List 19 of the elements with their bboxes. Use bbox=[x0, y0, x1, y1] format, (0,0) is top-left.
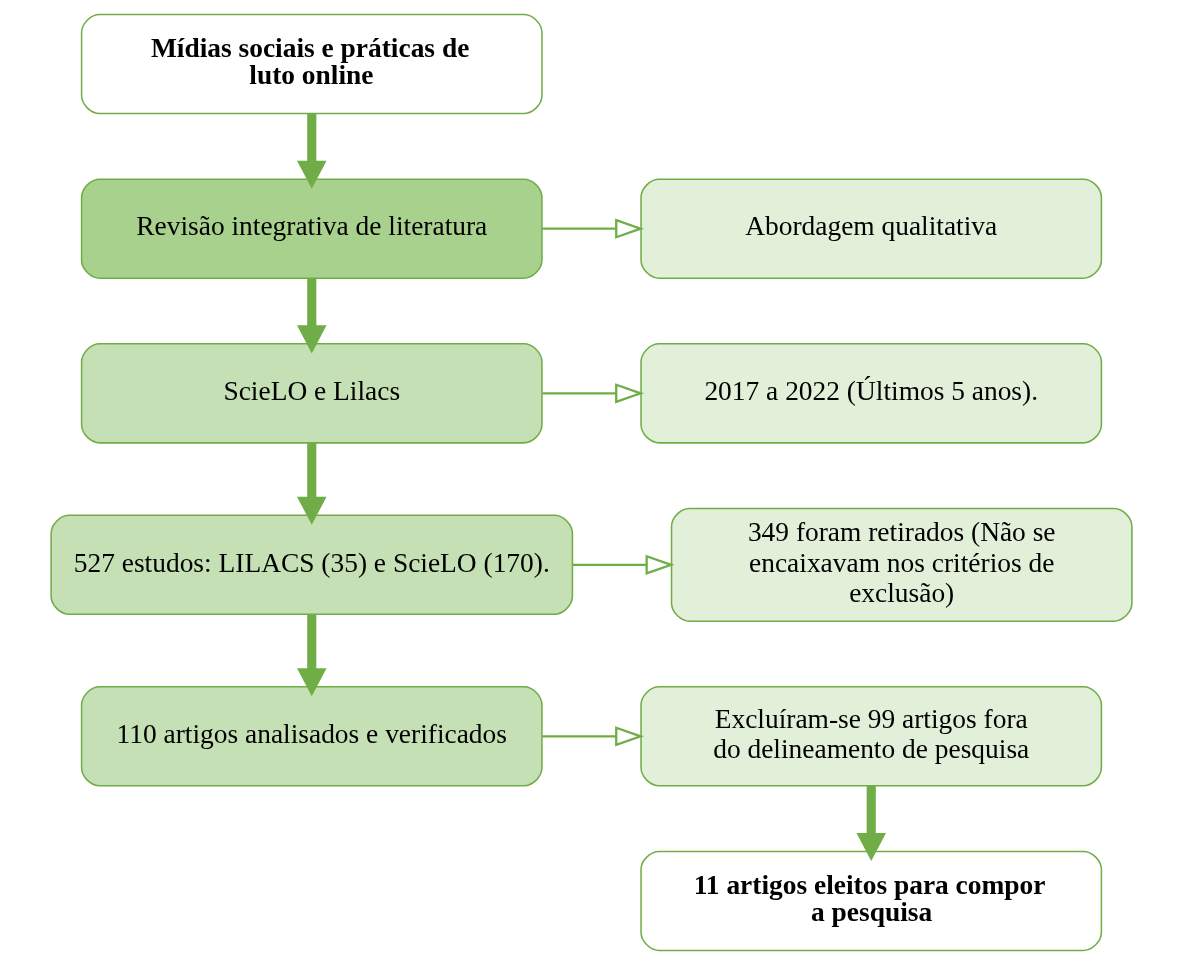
arrow bbox=[296, 614, 327, 697]
node-box: 2017 a 2022 (Últimos 5 anos). bbox=[639, 343, 1102, 444]
node-box: Excluíram-se 99 artigos fora do delineamento de pesquisa bbox=[639, 686, 1102, 787]
arrow bbox=[541, 383, 644, 404]
node-box: Revisão integrativa de literatura bbox=[80, 178, 543, 279]
node-box: 527 estudos: LILACS (35) e ScieLO (170). bbox=[49, 514, 573, 616]
arrow bbox=[855, 785, 886, 862]
node-box: 349 foram retirados (Não se encaixavam nos critérios de exclusão) bbox=[670, 507, 1133, 622]
arrow bbox=[296, 113, 327, 189]
node-box: 110 artigos analisados e verificados bbox=[80, 686, 543, 787]
node-box: Abordagem qualitativa bbox=[639, 178, 1102, 279]
arrow bbox=[541, 726, 644, 747]
node-box: 11 artigos eleitos para compor a pesquisa bbox=[639, 850, 1102, 952]
arrow bbox=[541, 218, 644, 239]
node-box: Mídias sociais e práticas de luto online bbox=[80, 13, 543, 115]
arrow bbox=[296, 278, 327, 354]
node-box: ScieLO e Lilacs bbox=[80, 343, 543, 444]
arrow bbox=[296, 443, 327, 525]
arrow bbox=[572, 554, 675, 575]
